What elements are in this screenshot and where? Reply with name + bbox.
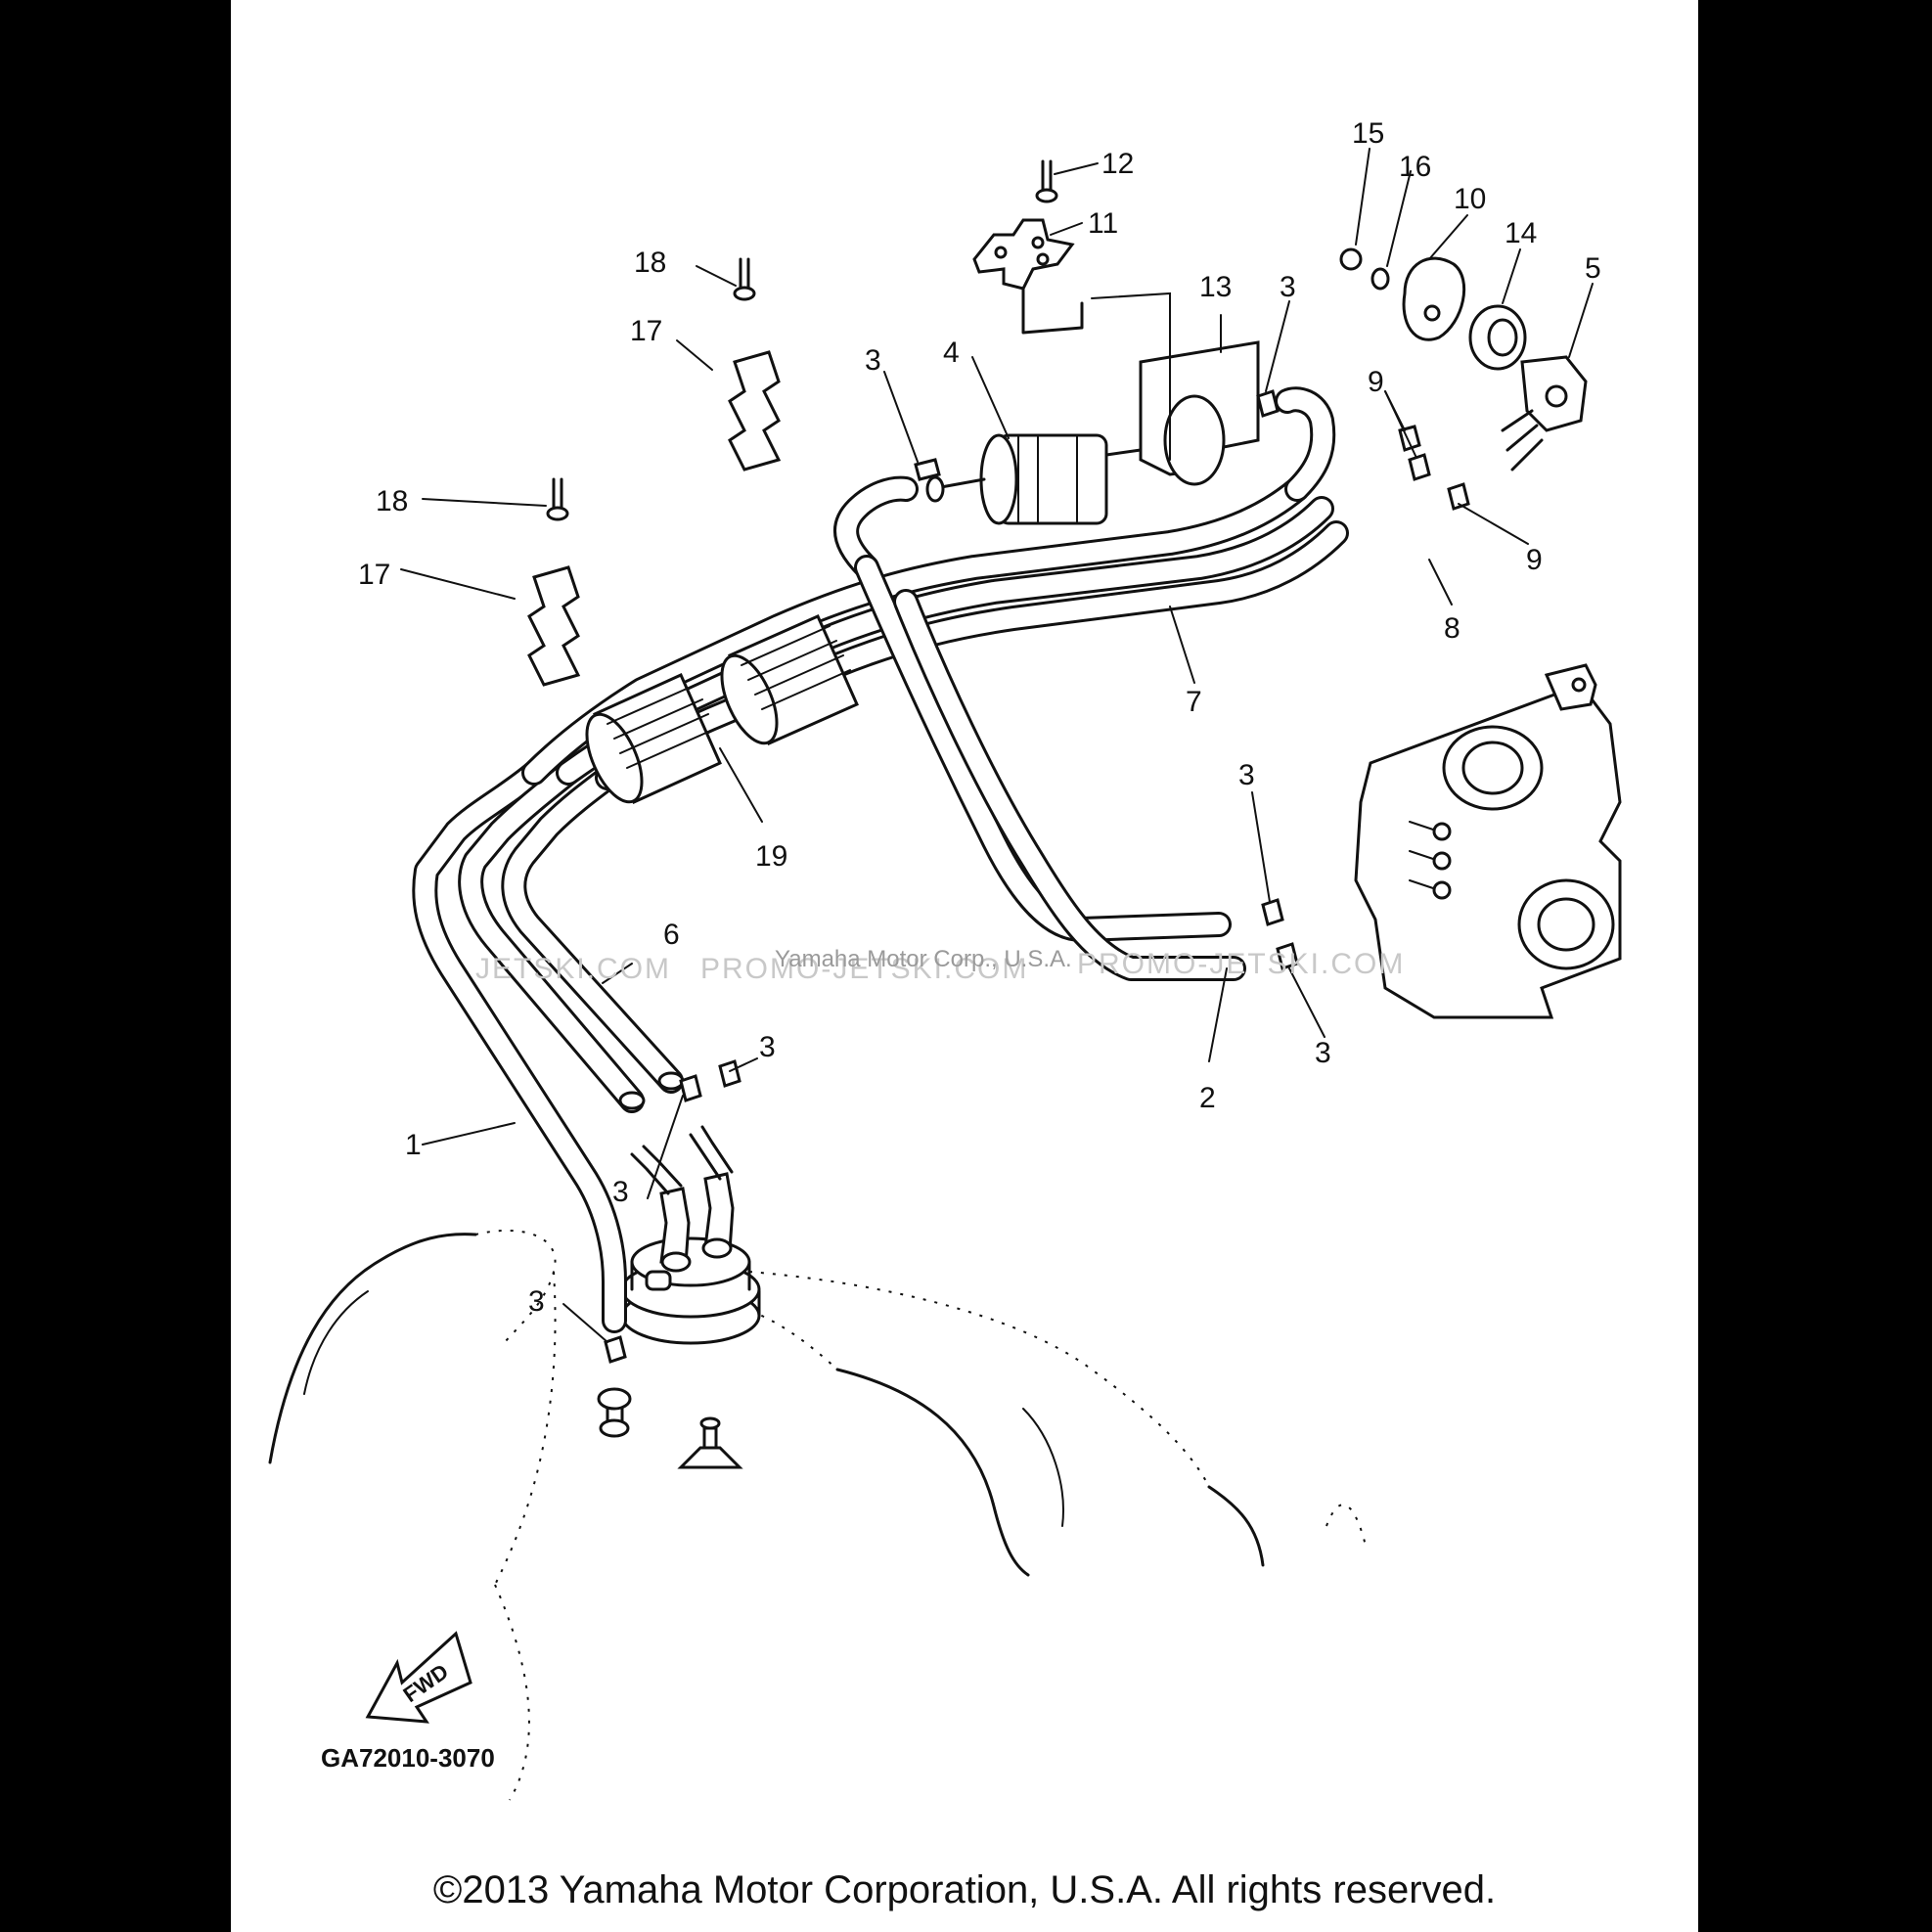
hose-bundle-1-6 xyxy=(412,760,685,1333)
callout-16: 16 xyxy=(1399,151,1431,183)
callout-7: 7 xyxy=(1186,686,1202,718)
callout-3: 3 xyxy=(612,1176,629,1208)
watermark-center: PROMO-JETSKI.COM xyxy=(700,953,1028,985)
callout-11: 11 xyxy=(1088,207,1118,240)
callout-18: 18 xyxy=(376,485,408,517)
callout-8: 8 xyxy=(1444,612,1460,645)
fuel-filter-assembly xyxy=(925,159,1260,525)
callout-3: 3 xyxy=(528,1285,545,1318)
diagram-sheet: 12 11 18 17 18 17 3 4 13 3 15 16 10 14 5… xyxy=(231,0,1698,1932)
callout-13: 13 xyxy=(1199,271,1232,303)
callout-3: 3 xyxy=(1238,759,1255,791)
callout-5: 5 xyxy=(1585,252,1601,285)
callout-4: 4 xyxy=(943,337,960,369)
callout-17: 17 xyxy=(630,315,662,347)
fuel-sender-unit xyxy=(620,1125,761,1345)
callout-3: 3 xyxy=(865,344,881,377)
callout-19: 19 xyxy=(755,840,787,873)
fuel-cock-assembly xyxy=(1339,247,1588,472)
parts-diagram: 12 11 18 17 18 17 3 4 13 3 15 16 10 14 5… xyxy=(268,117,1622,1801)
callout-9: 9 xyxy=(1368,366,1384,398)
carburetor xyxy=(1354,663,1622,1019)
callout-18: 18 xyxy=(634,247,666,279)
callout-3: 3 xyxy=(1315,1037,1331,1069)
callout-15: 15 xyxy=(1352,117,1384,150)
callout-12: 12 xyxy=(1101,148,1134,180)
callout-10: 10 xyxy=(1454,183,1486,215)
callout-1: 1 xyxy=(405,1129,422,1161)
watermark-overlay: Yamaha Motor Corp., U.S.A. xyxy=(775,946,1072,972)
diagram-part-code: GA72010-3070 xyxy=(321,1743,495,1773)
callout-9: 9 xyxy=(1526,544,1543,576)
callout-2: 2 xyxy=(1199,1082,1216,1114)
watermark-right: PROMO-JETSKI.COM xyxy=(1077,948,1405,980)
hose-protector-19 xyxy=(585,614,859,804)
fwd-arrow-icon: FWD xyxy=(365,1631,472,1724)
callout-17: 17 xyxy=(358,559,390,591)
hose-clamps xyxy=(604,389,1470,1364)
callout-3: 3 xyxy=(1280,271,1296,303)
hose-holders xyxy=(527,257,782,687)
leader-lines xyxy=(400,148,1594,1343)
callout-3: 3 xyxy=(759,1031,776,1063)
fuel-tank xyxy=(268,1229,1367,1801)
copyright-notice: ©2013 Yamaha Motor Corporation, U.S.A. A… xyxy=(432,1868,1497,1911)
callout-6: 6 xyxy=(663,919,680,951)
watermark-left: JETSKI.COM xyxy=(475,953,671,985)
callout-labels: 12 11 18 17 18 17 3 4 13 3 15 16 10 14 5… xyxy=(358,117,1601,1318)
callout-14: 14 xyxy=(1505,217,1537,249)
